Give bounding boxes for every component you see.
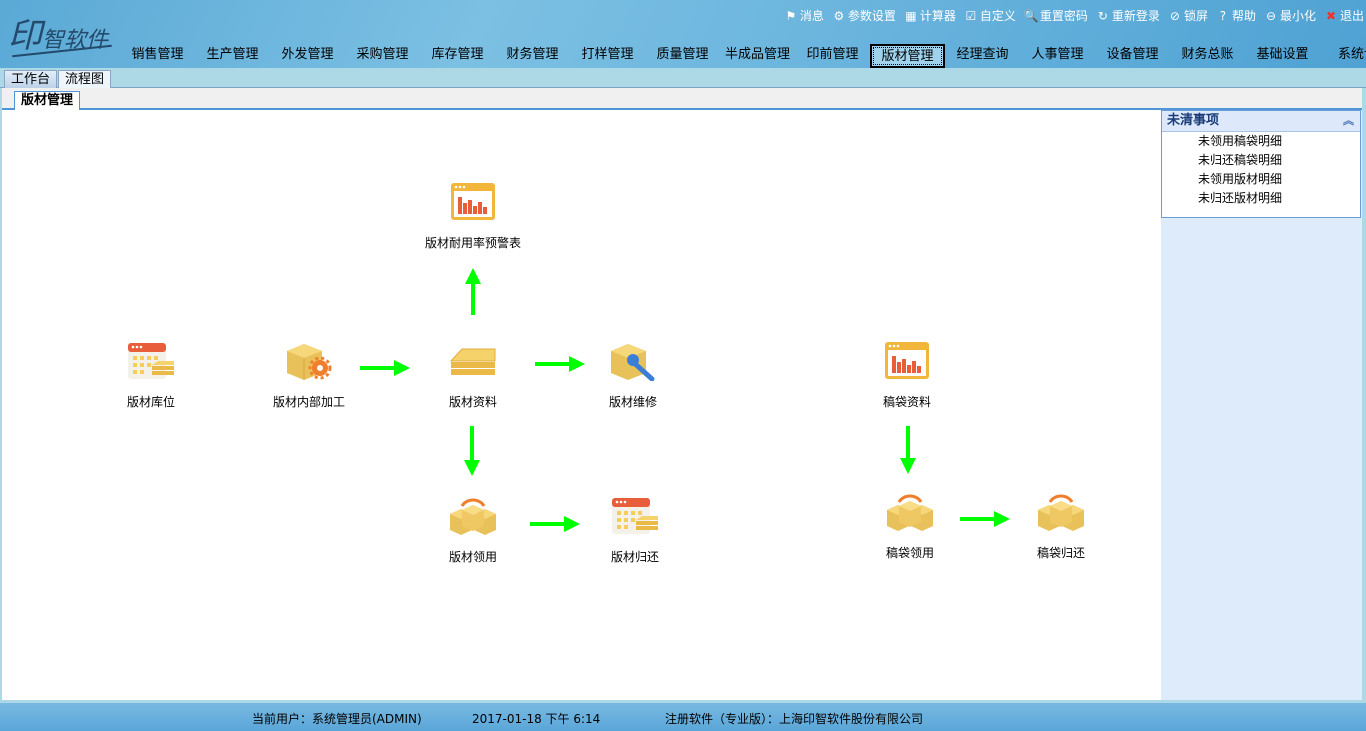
exit-icon: ✖: [1325, 8, 1337, 23]
node-label: 版材耐用率预警表: [424, 236, 521, 250]
tab-flowchart[interactable]: 流程图: [58, 70, 112, 90]
datetime: 2017-01-18 下午 6:14: [472, 712, 601, 726]
flowchart-canvas: 版材库位 版材内部加工 版材资料 版材维修 版材耐用率预警表版材领用 版材归还 稿袋资料稿袋…: [2, 110, 1161, 700]
minimize-button[interactable]: ⊖最小化: [1265, 8, 1316, 24]
node-plate-durability-warning[interactable]: 版材耐用率预警表: [413, 182, 533, 251]
node-bag-data[interactable]: 稿袋资料: [847, 341, 967, 410]
pending-items-panel: 未清事项 ︽ 未领用稿袋明细 未归还稿袋明细 未领用版材明细 未归还版材明细: [1161, 110, 1361, 218]
node-label: 版材资料: [448, 395, 497, 409]
collapse-icon[interactable]: ︽: [1343, 114, 1354, 127]
reset-password-button[interactable]: 🔍重置密码: [1023, 8, 1088, 24]
calculator-icon: ▦: [905, 8, 917, 23]
status-bar: 当前用户：系统管理员(ADMIN) 2017-01-18 下午 6:14 注册软…: [0, 703, 1366, 731]
minimize-icon: ⊖: [1265, 8, 1276, 23]
chart-icon: [413, 182, 533, 222]
tab-plate-management[interactable]: 版材管理: [14, 91, 81, 111]
header: 印智软件 ⚑消息 ⚙参数设置 ▦计算器 ☑自定义 🔍重置密码 ↻重新登录 ⊘锁屏…: [0, 0, 1366, 68]
node-label: 稿袋归还: [1036, 546, 1085, 560]
boxgear-icon: [249, 341, 369, 381]
lock-screen-button[interactable]: ⊘锁屏: [1169, 8, 1208, 24]
node-label: 版材维修: [608, 395, 657, 409]
menu-item[interactable]: 打样管理: [581, 47, 634, 62]
menu-item[interactable]: 基础设置: [1256, 47, 1309, 62]
menu-item[interactable]: 半成品管理: [724, 47, 790, 62]
node-bag-issue[interactable]: 稿袋领用: [850, 492, 970, 561]
panel-header[interactable]: 未清事项 ︽: [1162, 111, 1360, 132]
menu-item[interactable]: 外发管理: [281, 47, 334, 62]
node-plate-location[interactable]: 版材库位: [91, 341, 211, 410]
relogin-button[interactable]: ↻重新登录: [1097, 8, 1160, 24]
boxes-icon: [1001, 492, 1121, 532]
menu-item[interactable]: 财务总账: [1181, 47, 1234, 62]
logo: 印智软件: [8, 8, 112, 58]
panel-title: 未清事项: [1167, 113, 1220, 128]
menu-item[interactable]: 销售管理: [131, 47, 184, 62]
lock-screen-icon: ⊘: [1169, 8, 1180, 23]
menu-item[interactable]: 人事管理: [1031, 47, 1084, 62]
toolbar: ⚑消息 ⚙参数设置 ▦计算器 ☑自定义 🔍重置密码 ↻重新登录 ⊘锁屏 ?帮助 …: [784, 7, 1364, 24]
current-user: 当前用户：系统管理员(ADMIN): [252, 712, 422, 726]
node-plate-issue[interactable]: 版材领用: [413, 496, 533, 565]
exit-button[interactable]: ✖退出: [1325, 8, 1364, 24]
menu-item[interactable]: 经理查询: [956, 47, 1009, 62]
chart-icon: [847, 341, 967, 381]
customize-button[interactable]: ☑自定义: [965, 8, 1016, 24]
key-search-icon: 🔍: [1023, 8, 1039, 23]
node-bag-return[interactable]: 稿袋归还: [1001, 492, 1121, 561]
node-plate-repair[interactable]: 版材维修: [573, 341, 693, 410]
clipboard-icon: ☑: [965, 8, 977, 23]
tab-workbench[interactable]: 工作台: [4, 70, 58, 89]
node-plate-processing[interactable]: 版材内部加工: [249, 341, 369, 410]
menu-item[interactable]: 系统设: [1337, 47, 1366, 62]
menu-item[interactable]: 库存管理: [431, 47, 484, 62]
relogin-icon: ↻: [1097, 8, 1108, 23]
settings-button[interactable]: ⚙参数设置: [833, 8, 896, 24]
node-plate-return[interactable]: 版材归还: [575, 496, 695, 565]
calculator-button[interactable]: ▦计算器: [905, 8, 956, 24]
calendar-icon: [575, 496, 695, 536]
menu-item[interactable]: 印前管理: [806, 47, 859, 62]
help-icon: ?: [1219, 8, 1227, 23]
stack-icon: [413, 341, 533, 381]
menu-item[interactable]: 设备管理: [1106, 47, 1159, 62]
menu-item[interactable]: 生产管理: [206, 47, 259, 62]
right-sidebar: 未清事项 ︽ 未领用稿袋明细 未归还稿袋明细 未领用版材明细 未归还版材明细: [1161, 110, 1362, 700]
help-button[interactable]: ?帮助: [1216, 7, 1256, 24]
node-label: 版材领用: [448, 550, 497, 564]
boxwrench-icon: [573, 341, 693, 381]
sub-tabs: 版材管理: [2, 88, 1362, 111]
registration: 注册软件（专业版）：上海印智软件股份有限公司: [665, 712, 924, 726]
pending-item[interactable]: 未归还版材明细: [1198, 191, 1283, 205]
menu-item[interactable]: 质量管理: [656, 47, 709, 62]
node-label: 版材内部加工: [272, 395, 345, 409]
flow-arrows: [360, 268, 1010, 532]
node-label: 版材库位: [126, 395, 175, 409]
flag-icon: ⚑: [785, 8, 797, 23]
boxes-icon: [413, 496, 533, 536]
node-label: 稿袋领用: [885, 546, 934, 560]
menu-item[interactable]: 采购管理: [356, 47, 409, 62]
menu-item[interactable]: 版材管理: [870, 44, 945, 68]
menu-item[interactable]: 财务管理: [506, 47, 559, 62]
pending-item[interactable]: 未领用稿袋明细: [1198, 134, 1283, 148]
node-plate-data[interactable]: 版材资料: [413, 341, 533, 410]
gear-icon: ⚙: [833, 8, 845, 23]
node-label: 版材归还: [610, 550, 659, 564]
main-menu: 销售管理 生产管理 外发管理 采购管理 库存管理 财务管理 打样管理 质量管理半成品管理 印前管…: [120, 44, 1366, 68]
top-tabs: 工作台 流程图: [0, 68, 1366, 90]
pending-item[interactable]: 未归还稿袋明细: [1198, 153, 1283, 167]
boxes-icon: [850, 492, 970, 532]
pending-item[interactable]: 未领用版材明细: [1198, 172, 1283, 186]
node-label: 稿袋资料: [882, 395, 931, 409]
messages-button[interactable]: ⚑消息: [785, 8, 824, 24]
calendar-icon: [91, 341, 211, 381]
